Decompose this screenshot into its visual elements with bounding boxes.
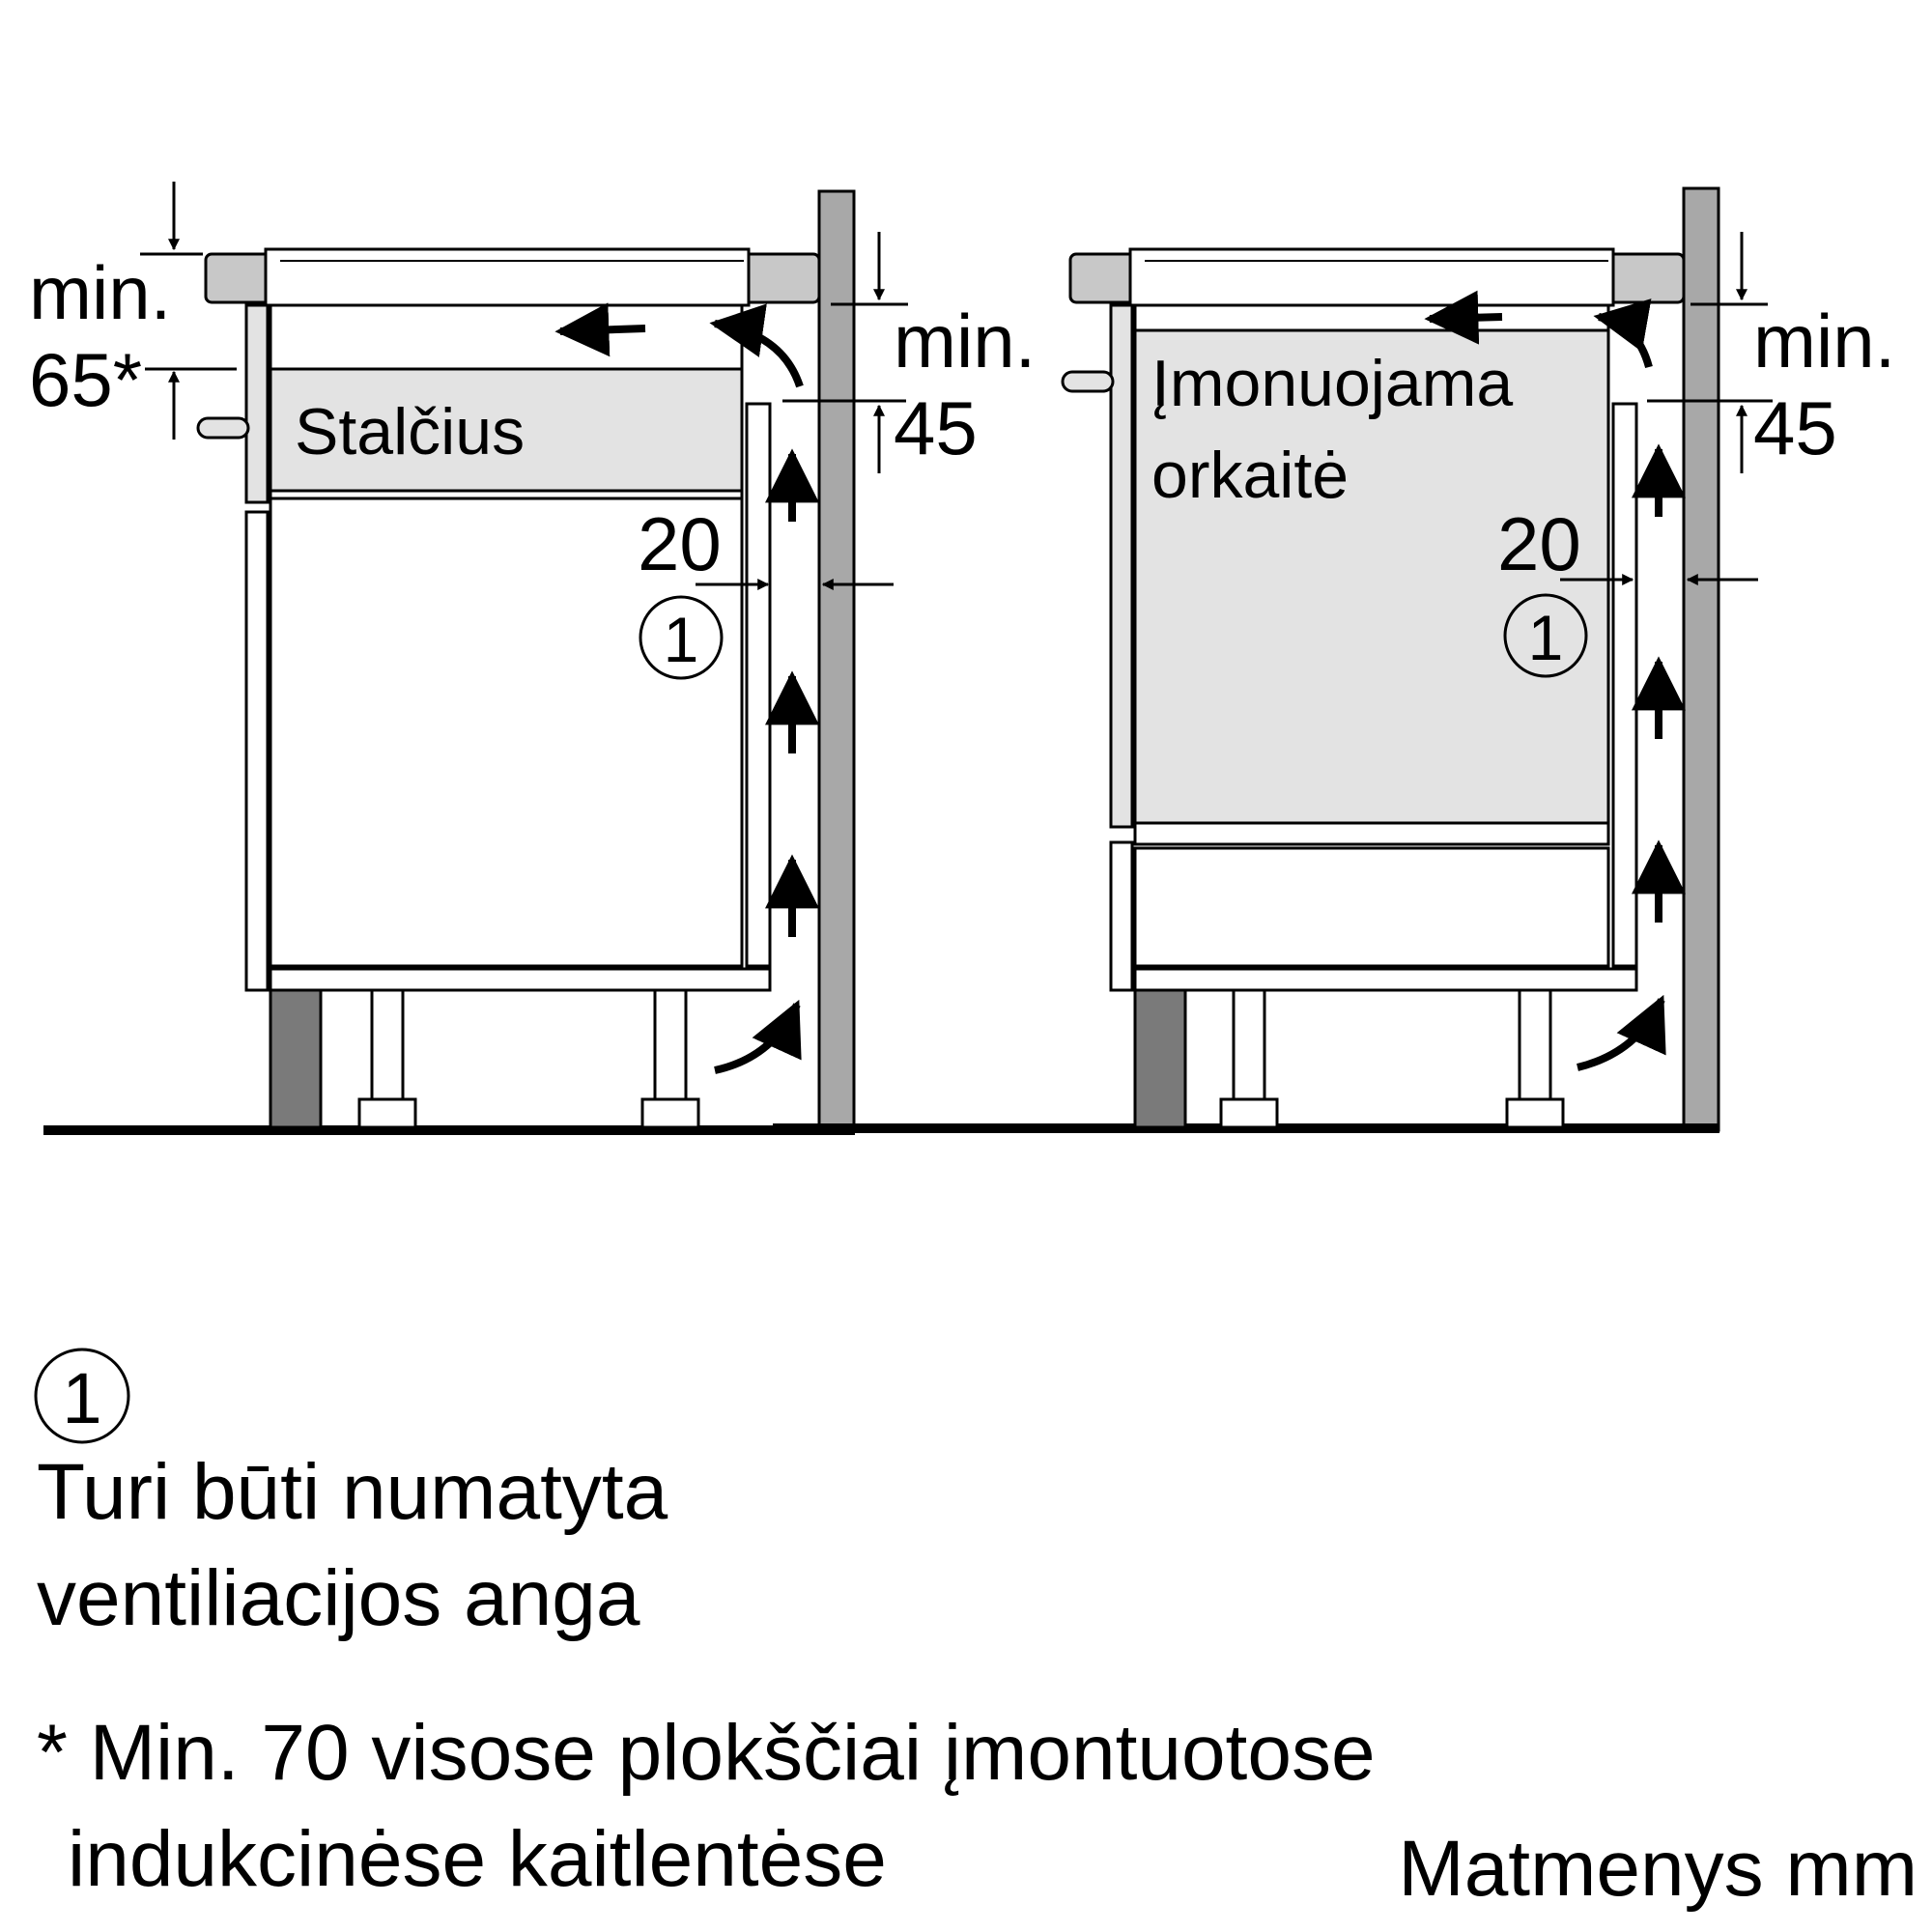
airflow-arrows bbox=[1424, 290, 1686, 1071]
rear-gap-min-label: min. bbox=[1753, 298, 1895, 384]
legend-line1: Turi būti numatyta bbox=[37, 1448, 668, 1536]
vent-marker: 1 bbox=[639, 595, 724, 680]
oven-handle bbox=[1061, 370, 1115, 393]
oven-shelf bbox=[1133, 821, 1610, 846]
wall bbox=[817, 189, 856, 1130]
lower-drawer-front bbox=[1109, 840, 1134, 992]
cabinet-leg bbox=[640, 988, 700, 1129]
wall-gap-value-label: 20 bbox=[638, 501, 722, 586]
hob bbox=[264, 247, 751, 307]
cabinet-leg bbox=[1219, 988, 1279, 1129]
lower-drawer bbox=[1133, 846, 1610, 968]
drawer-label: Stalčius bbox=[295, 395, 525, 469]
airflow-arrows bbox=[554, 302, 819, 1074]
svg-text:1: 1 bbox=[664, 604, 699, 675]
top-gap-dimension bbox=[140, 182, 237, 440]
cabinet-base bbox=[269, 967, 772, 992]
wall bbox=[1682, 186, 1720, 1132]
drawer-front bbox=[244, 303, 270, 504]
legend-line2: ventiliacijos anga bbox=[37, 1554, 640, 1642]
plinth bbox=[269, 988, 323, 1129]
svg-text:1: 1 bbox=[1528, 602, 1564, 673]
rear-gap-dimension bbox=[782, 232, 908, 473]
svg-text:1: 1 bbox=[62, 1358, 101, 1438]
footnote-line1: * Min. 70 visose plokščiai įmontuotose bbox=[37, 1709, 1376, 1797]
oven-front bbox=[1109, 303, 1134, 829]
oven-label-line1: Įmonuojama bbox=[1151, 347, 1513, 420]
vent-marker: 1 bbox=[1503, 593, 1588, 678]
drawer bbox=[269, 367, 744, 493]
cabinet-door bbox=[244, 510, 270, 992]
cabinet-leg bbox=[1505, 988, 1565, 1129]
legend: 1 Turi būti numatyta ventiliacijos anga … bbox=[34, 1348, 1918, 1913]
top-gap-min-label: min. bbox=[29, 250, 171, 335]
drawer-handle bbox=[196, 416, 250, 440]
plinth bbox=[1133, 988, 1187, 1129]
cabinet-body bbox=[269, 303, 744, 968]
built-in-oven bbox=[1133, 328, 1610, 825]
oven-label-line2: orkaitė bbox=[1151, 439, 1349, 512]
cabinet-leg bbox=[357, 988, 417, 1129]
hob bbox=[1128, 247, 1615, 307]
rear-gap-value-label: 45 bbox=[894, 385, 978, 470]
top-gap-value-label: 65* bbox=[29, 337, 142, 422]
footnote-line2: indukcinėse kaitlentėse bbox=[68, 1815, 887, 1903]
wall-gap-value-label: 20 bbox=[1497, 501, 1581, 586]
rear-gap-min-label: min. bbox=[894, 298, 1036, 384]
rear-gap-value-label: 45 bbox=[1753, 385, 1837, 470]
rear-gap-dimension bbox=[1647, 232, 1773, 473]
units-label: Matmenys mm bbox=[1398, 1825, 1918, 1913]
legend-marker: 1 bbox=[34, 1348, 130, 1444]
back-panel bbox=[745, 402, 772, 968]
left-installation: Stalčius mi bbox=[29, 182, 1036, 1135]
cabinet-base bbox=[1133, 967, 1638, 992]
back-panel bbox=[1611, 402, 1638, 968]
right-installation: Įmonuojama orkaitė bbox=[773, 186, 1895, 1133]
